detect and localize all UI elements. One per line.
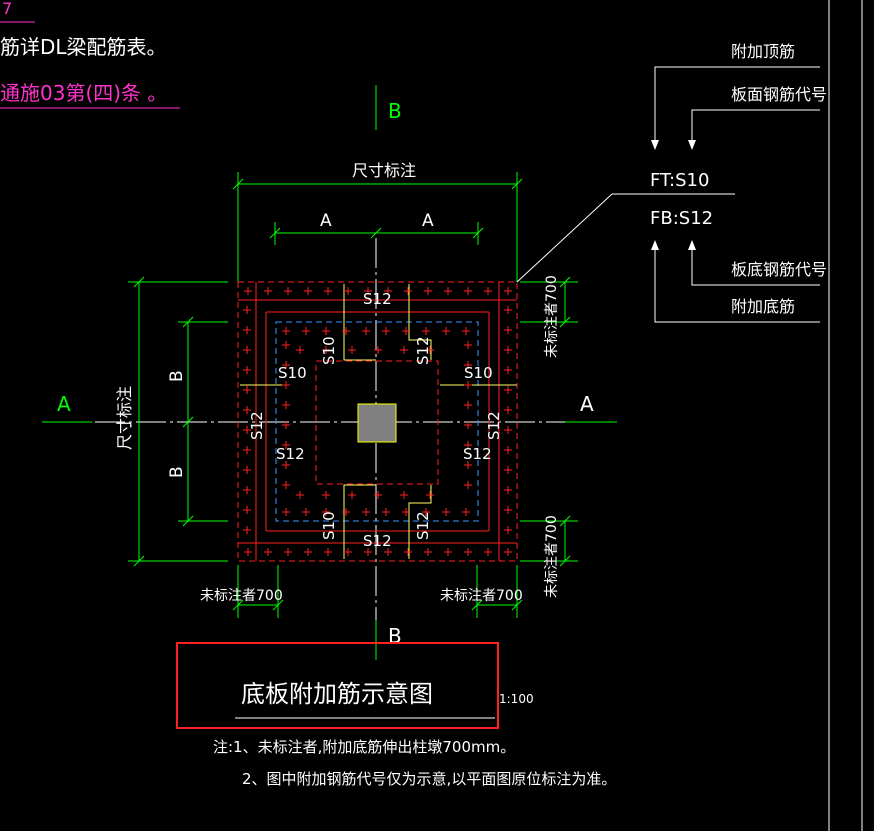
rebar-label-s12-bottom-right: S12 <box>414 511 432 540</box>
note-line-1: 注:1、未标注者,附加底筋伸出柱墩700mm。 <box>213 738 515 756</box>
legend-fb: FB:S12 <box>650 208 713 229</box>
column <box>357 403 397 443</box>
dim-left-b <box>178 316 228 527</box>
title-highlight-box <box>176 642 499 729</box>
dim-right-700-bottom <box>520 515 578 567</box>
dim-bottom-700-left-label: 未标注者700 <box>200 588 283 604</box>
dim-top-overall <box>232 172 523 282</box>
rebar-label-s12-right-vert: S12 <box>485 411 503 440</box>
dim-right-700-bottom-label: 未标注者700 <box>544 515 560 598</box>
diagram-title: 底板附加筋示意图 <box>241 680 433 708</box>
dim-left-b-upper-label: B <box>167 370 187 382</box>
rebar-crosses <box>243 287 512 556</box>
rebar-solid-lines <box>238 282 517 561</box>
legend-ft: FT:S10 <box>650 170 709 191</box>
rebar-label-s12-top: S12 <box>363 290 392 308</box>
section-b-top-label: B <box>388 99 402 123</box>
section-a-left-label: A <box>57 392 71 416</box>
legend-top-add: 附加顶筋 <box>731 42 795 61</box>
rebar-label-s12-top-right: S12 <box>414 336 432 365</box>
dim-top-a-right-label: A <box>422 211 434 231</box>
legend-bottom-add: 附加底筋 <box>731 297 795 316</box>
legend-leader <box>516 193 613 283</box>
header-line2: 通施03第(四)条 。 <box>0 81 167 105</box>
legend <box>654 66 820 323</box>
title-scale: 1:100 <box>499 692 534 706</box>
dim-bottom-700-right-label: 未标注者700 <box>440 588 523 604</box>
header-corner-text: 7 <box>2 0 12 18</box>
legend-arrows <box>651 140 696 250</box>
legend-bottom-code: 板底钢筋代号 <box>731 260 827 279</box>
header-line1: 筋详DL梁配筋表。 <box>0 35 167 59</box>
dim-top-a-left-label: A <box>320 211 332 231</box>
dim-left-overall <box>128 276 228 567</box>
rebar-label-s10-bottom-left: S10 <box>320 511 338 540</box>
legend-top-code: 板面钢筋代号 <box>731 85 827 104</box>
dim-left-overall-label: 尺寸标注 <box>115 386 134 450</box>
rebar-label-s10-left: S10 <box>278 364 307 382</box>
rebar-outer-dashed <box>237 281 518 562</box>
rebar-label-s12-bottom: S12 <box>363 532 392 550</box>
rebar-label-s12-right: S12 <box>463 445 492 463</box>
section-b-bottom-label: B <box>388 624 402 648</box>
dim-top-a <box>269 222 484 245</box>
dim-right-700-top-label: 未标注者700 <box>544 275 560 358</box>
dim-right-700-top <box>520 276 578 328</box>
dim-bottom-700-left <box>232 565 284 618</box>
rebar-inner-blue-dashed <box>275 321 479 522</box>
rebar-label-s10-top-left: S10 <box>320 336 338 365</box>
rebar-label-s10-right: S10 <box>464 364 493 382</box>
note-line-2: 2、图中附加钢筋代号仅为示意,以平面图原位标注为准。 <box>242 770 616 788</box>
dim-left-b-lower-label: B <box>167 466 187 478</box>
dim-bottom-700-right <box>471 565 523 618</box>
dim-top-overall-label: 尺寸标注 <box>352 161 416 180</box>
rebar-label-s12-left: S12 <box>276 445 305 463</box>
rebar-label-s12-left-vert: S12 <box>248 411 266 440</box>
section-a-right-label: A <box>580 392 594 416</box>
rebar-labels: S12 S10 S12 S10 S10 S12 S12 S12 S12 S10 … <box>248 290 503 550</box>
